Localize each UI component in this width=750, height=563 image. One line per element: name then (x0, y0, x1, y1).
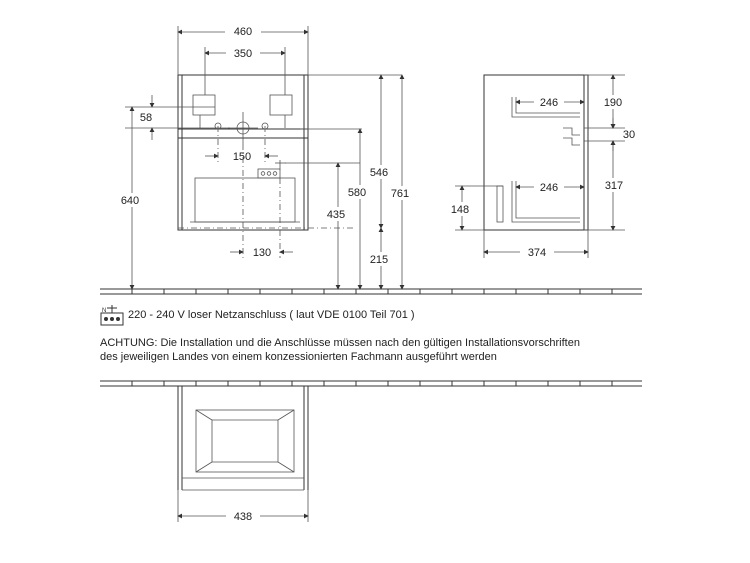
dim-width-460: 460 (234, 26, 252, 38)
dim-shelf-top-246: 246 (540, 97, 558, 109)
svg-text:N: N (102, 308, 106, 314)
bottom-view: 438 (177, 386, 309, 523)
dim-height-546: 546 (370, 167, 388, 179)
floor-line-bottom (100, 380, 642, 387)
warning-line-2: des jeweiligen Landes von einem konzessi… (100, 351, 497, 363)
dim-depth-374: 374 (528, 247, 546, 259)
side-view: 246 246 190 30 317 148 374 (446, 74, 635, 259)
dim-height-761: 761 (391, 188, 409, 200)
front-view: 460 350 58 640 150 130 (116, 24, 416, 290)
socket-box (257, 168, 281, 179)
electrical-note: 220 - 240 V loser Netzanschluss ( laut V… (128, 309, 415, 321)
dim-width-438: 438 (234, 511, 252, 523)
dim-mid-gap-30: 30 (623, 129, 635, 141)
dim-spacing-150: 150 (233, 151, 251, 163)
dim-lower-317: 317 (605, 180, 623, 192)
front-cabinet-outline (177, 74, 309, 231)
dim-spacing-130: 130 (253, 247, 271, 259)
dim-height-215: 215 (370, 254, 388, 266)
dim-offset-58: 58 (140, 112, 152, 124)
dim-height-640: 640 (121, 195, 139, 207)
bottom-drawer-outline (195, 409, 295, 473)
dim-shelf-bottom-246: 246 (540, 182, 558, 194)
dim-left-148: 148 (451, 204, 469, 216)
dim-height-580: 580 (348, 187, 366, 199)
dim-top-gap-190: 190 (604, 97, 622, 109)
warning-line-1: ACHTUNG: Die Installation und die Anschl… (100, 337, 580, 349)
dim-width-350: 350 (234, 48, 252, 60)
power-socket-icon: N (100, 305, 124, 326)
floor-line-top (100, 288, 642, 295)
dim-height-435: 435 (327, 209, 345, 221)
